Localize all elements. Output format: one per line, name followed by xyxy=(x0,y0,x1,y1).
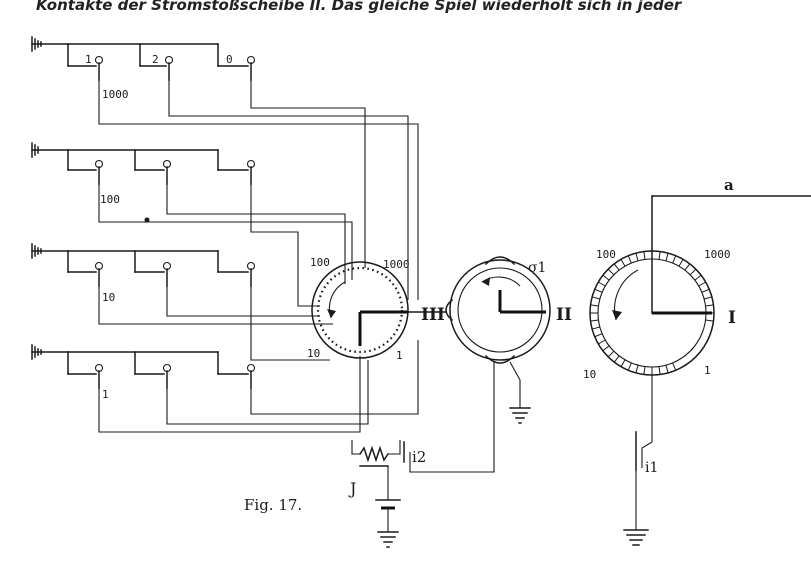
dial-tick xyxy=(620,359,626,367)
dial-roman-label: I xyxy=(728,308,736,328)
dial-tick xyxy=(698,281,706,287)
line-label-a: a xyxy=(724,176,734,194)
dial-tick xyxy=(627,362,632,371)
dial-tick xyxy=(627,255,632,264)
ground-symbol-left-100 xyxy=(31,142,69,158)
ground-symbol-left-1000 xyxy=(31,36,69,52)
selector-label-100: 100 xyxy=(310,256,330,269)
magnet-contact-label: i2 xyxy=(412,448,426,466)
dial-tick xyxy=(684,263,691,271)
dial-tick xyxy=(598,281,606,287)
dial-tick xyxy=(705,304,714,307)
dial-tick xyxy=(594,288,603,293)
contact-group-100: 100 xyxy=(67,149,256,223)
dial-tick xyxy=(602,345,610,352)
dial-label-1000: 1000 xyxy=(704,248,731,261)
group-label-1: 1 xyxy=(102,388,109,401)
dial-tick xyxy=(635,252,639,261)
dial-tick xyxy=(678,259,684,267)
selector-label-1: 1 xyxy=(396,349,403,362)
dial-tick xyxy=(607,350,615,358)
group-label-100: 100 xyxy=(100,193,120,206)
selector-label-10: 10 xyxy=(307,347,320,360)
dial-tick xyxy=(613,355,620,363)
key-i1: i1 xyxy=(623,431,658,546)
contact-group-1000: 1 2 0 1000 xyxy=(67,43,256,101)
wiring-bus xyxy=(98,80,419,433)
disk-ii-contact-label: σ1 xyxy=(528,260,546,276)
dial-tick xyxy=(602,274,610,281)
magnet-label: J xyxy=(348,479,356,498)
dial-i: 100 1000 10 1 I a xyxy=(583,176,811,442)
dial-tick xyxy=(635,365,639,374)
dial-label-10: 10 xyxy=(583,368,596,381)
contact-group-1: 1 xyxy=(67,351,256,401)
ground-symbol-disk-ii xyxy=(509,361,531,424)
selector-disk-iii: 100 1000 10 1 III xyxy=(307,256,445,362)
selector-label-1000: 1000 xyxy=(383,258,410,271)
dial-label-100: 100 xyxy=(596,248,616,261)
dial-tick xyxy=(672,255,677,264)
dial-tick xyxy=(689,268,697,276)
dial-tick xyxy=(643,366,646,375)
dial-tick xyxy=(620,259,626,267)
dial-tick xyxy=(658,251,661,260)
dial-tick xyxy=(590,304,599,307)
selector-roman-label: III xyxy=(421,305,445,325)
ground-symbol-left-1 xyxy=(31,344,69,360)
dial-tick xyxy=(594,333,603,338)
dial-tick xyxy=(705,319,714,322)
dial-tick xyxy=(658,366,661,375)
dial-tick xyxy=(643,251,646,260)
dial-tick xyxy=(591,296,600,300)
dial-tick xyxy=(598,339,606,345)
key-label: i1 xyxy=(645,460,658,476)
disk-ii-roman-label: II xyxy=(556,305,572,325)
group-label-10: 10 xyxy=(102,291,115,304)
contact-label-1: 1 xyxy=(85,53,92,66)
dial-tick xyxy=(701,288,710,293)
contact-group-10: 10 xyxy=(67,250,256,304)
dial-tick xyxy=(607,268,615,276)
dial-label-1: 1 xyxy=(704,364,711,377)
impulse-disk-ii: σ1 II xyxy=(445,256,572,364)
dial-tick xyxy=(613,263,620,271)
header-text: Kontakte der Stromstoßscheibe II. Das gl… xyxy=(36,0,683,14)
dial-ticks xyxy=(590,251,714,375)
dial-tick xyxy=(694,274,702,281)
electromagnet-j: i2 J xyxy=(348,440,426,548)
contact-label-2: 2 xyxy=(152,53,159,66)
wire-disk-ii-to-magnet xyxy=(409,362,495,473)
ground-symbol-left-10 xyxy=(31,243,69,259)
contact-label-0: 0 xyxy=(226,53,233,66)
figure-caption: Fig. 17. xyxy=(244,496,302,514)
dial-tick xyxy=(665,252,669,261)
group-label-1000: 1000 xyxy=(102,88,129,101)
dial-tick xyxy=(665,365,669,374)
dial-tick xyxy=(704,296,713,300)
dial-tick xyxy=(591,326,600,330)
dial-tick xyxy=(672,362,677,371)
dial-tick xyxy=(590,319,599,322)
